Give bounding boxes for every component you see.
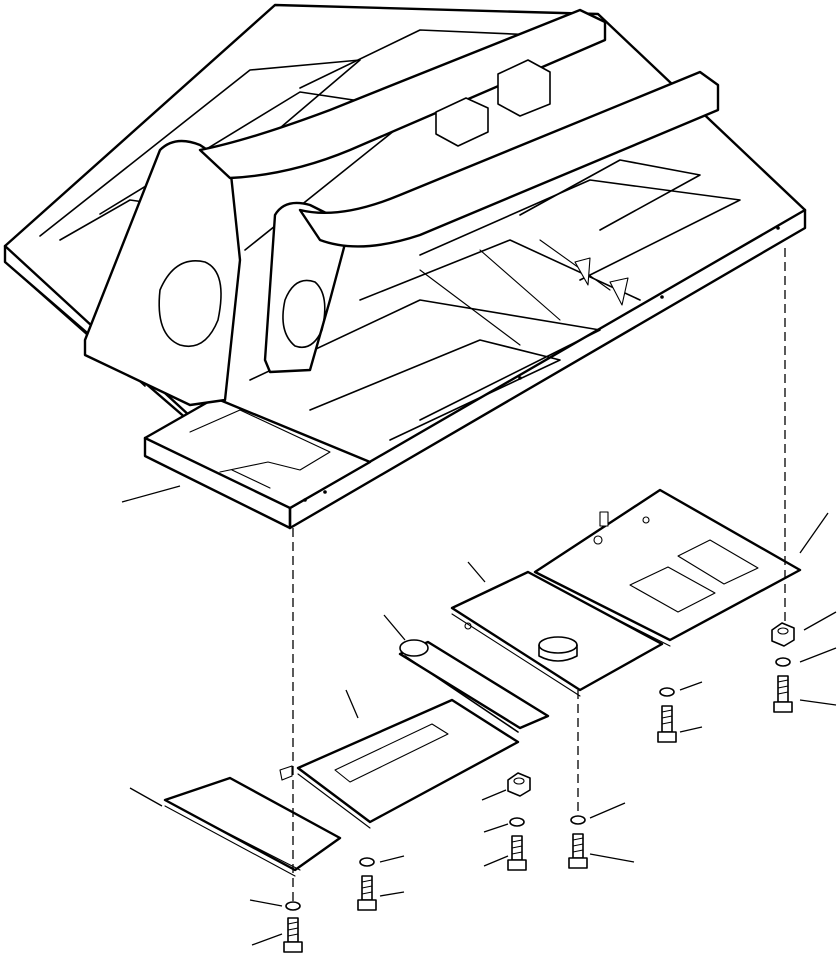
leader-washer-2 <box>679 681 703 691</box>
leader-washer-3 <box>483 823 509 833</box>
assembly-lines <box>292 248 786 902</box>
leader-rear-left <box>129 787 163 807</box>
bolt <box>773 675 793 713</box>
cross-member-6 <box>419 179 741 281</box>
center-tube-lower <box>404 655 519 733</box>
right-plate-hole <box>464 622 472 630</box>
bolt <box>357 875 377 911</box>
bolt <box>283 917 303 953</box>
rail-rivets <box>303 226 780 502</box>
leader-bolt-4 <box>589 853 635 863</box>
center-tube-end <box>399 639 429 657</box>
leader-main-frame <box>121 485 181 503</box>
hardware <box>283 622 795 953</box>
main-frame <box>3 3 807 530</box>
front-deck <box>143 396 372 510</box>
right-upper-window-1 <box>629 566 716 613</box>
right-upper-hole-1 <box>593 535 603 545</box>
rear-plate-clip <box>279 765 293 781</box>
left-bracket-hole <box>158 260 222 347</box>
bolt <box>568 833 588 869</box>
cross-member-7 <box>519 159 701 231</box>
callout-leaders <box>121 485 837 946</box>
deck-line <box>231 469 271 489</box>
right-upper-plate <box>533 488 802 642</box>
washer <box>659 687 675 697</box>
leader-washer-4 <box>589 802 626 819</box>
washer <box>285 901 301 911</box>
washer <box>775 657 791 667</box>
leader-right-upper <box>799 512 829 554</box>
rear-left-plate <box>163 776 342 872</box>
right-upper-hole-2 <box>642 516 650 524</box>
right-bracket-hole <box>282 279 326 349</box>
leader-bolt-6 <box>251 933 283 946</box>
cross-member-5 <box>309 339 561 441</box>
rear-plate-edge <box>297 773 371 829</box>
right-upper-window-2 <box>677 539 759 585</box>
brace-2 <box>479 249 561 321</box>
front-deck-edge <box>143 436 292 530</box>
undercover-right <box>450 570 664 697</box>
right-plate <box>450 570 664 692</box>
lower-arm <box>298 70 720 248</box>
right-upper-tab <box>599 511 609 527</box>
upper-arm <box>198 8 607 180</box>
washer <box>509 817 525 827</box>
rear-plate-slot <box>334 723 449 783</box>
arm-block-1 <box>497 59 551 117</box>
leader-bolt-1 <box>799 699 837 706</box>
bolt <box>657 705 677 743</box>
undercover-center <box>398 639 550 733</box>
leader-nut-2 <box>481 789 507 801</box>
leader-washer-6 <box>249 899 283 907</box>
rear-left-rib <box>211 824 301 871</box>
brace-1 <box>419 269 521 346</box>
leader-rear <box>345 689 359 719</box>
leader-bolt-3 <box>483 855 509 867</box>
leader-nut-1 <box>803 611 837 631</box>
washer <box>570 815 586 825</box>
right-plate-port <box>538 636 578 654</box>
undercover-rear-left <box>163 776 342 877</box>
leader-bolt-5 <box>379 891 405 897</box>
leader-washer-1 <box>799 647 837 663</box>
washer <box>359 857 375 867</box>
bolt <box>507 835 527 871</box>
leader-washer-5 <box>379 855 405 863</box>
leader-right <box>467 561 486 583</box>
leader-center <box>383 614 406 641</box>
nut <box>771 622 795 647</box>
left-boom-bracket <box>83 139 242 407</box>
rear-left-edge <box>164 805 296 877</box>
right-plate-edge <box>451 613 581 697</box>
cross-member-4 <box>249 299 601 421</box>
right-plate-port-wall <box>538 644 578 662</box>
nut <box>507 772 531 797</box>
arm-block-2 <box>435 97 489 147</box>
gusset-1 <box>574 257 591 286</box>
deck-cutout <box>189 409 331 473</box>
leader-bolt-2 <box>679 726 703 733</box>
undercover-rear <box>279 698 520 829</box>
rear-plate <box>296 698 520 824</box>
undercover-right-upper <box>533 488 802 647</box>
gusset-2 <box>609 277 629 306</box>
brace-3 <box>539 239 611 291</box>
frame-front-rail <box>288 208 807 510</box>
